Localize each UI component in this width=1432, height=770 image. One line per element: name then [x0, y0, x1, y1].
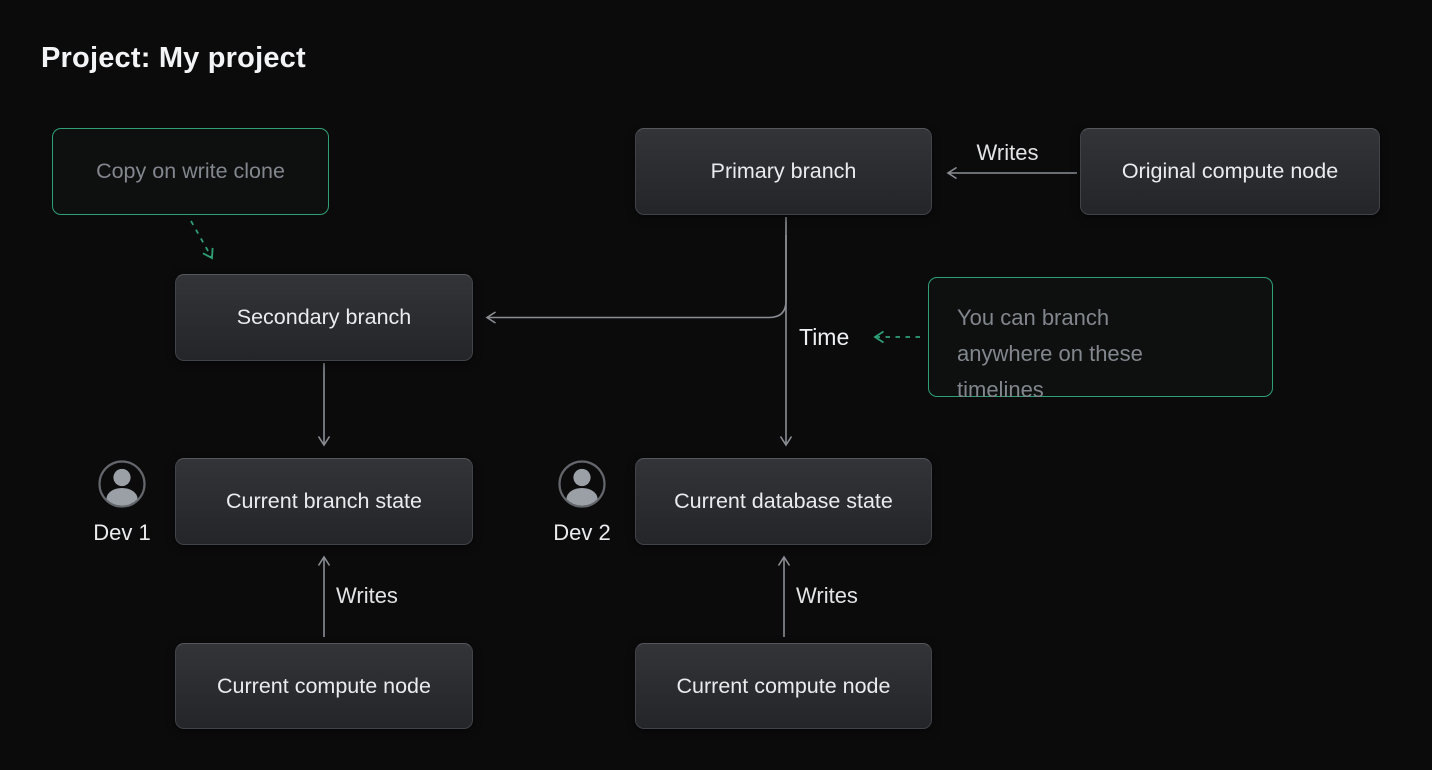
page-title: Project: My project: [41, 42, 306, 74]
node-branch-anywhere-note-label: You can branch anywhere on these timelin…: [957, 305, 1143, 402]
edge-label-writes-right: Writes: [796, 583, 858, 608]
node-current-compute-node-left: Current compute node: [175, 643, 473, 729]
node-current-compute-node-left-label: Current compute node: [217, 673, 431, 698]
node-original-compute-node: Original compute node: [1080, 128, 1380, 215]
node-original-compute-node-label: Original compute node: [1121, 159, 1339, 183]
node-secondary-branch: Secondary branch: [175, 274, 473, 361]
dev1-user-icon: [98, 460, 146, 508]
node-current-branch-state-label: Current branch state: [226, 489, 422, 513]
dev1-label: Dev 1: [93, 520, 151, 545]
node-copy-on-write-clone: Copy on write clone: [52, 128, 329, 215]
edge-label-writes-left: Writes: [336, 583, 398, 608]
node-current-branch-state: Current branch state: [175, 458, 473, 545]
node-copy-on-write-clone-label: Copy on write clone: [96, 159, 285, 183]
edge-clone-to-secondary-dashed: [190, 220, 214, 260]
dev2-user-icon: [558, 460, 606, 508]
node-primary-branch-label: Primary branch: [710, 159, 857, 183]
node-branch-anywhere-note: You can branch anywhere on these timelin…: [928, 277, 1273, 402]
node-current-compute-node-right: Current compute node: [635, 643, 932, 729]
node-current-database-state: Current database state: [635, 458, 932, 545]
node-secondary-branch-label: Secondary branch: [236, 305, 412, 329]
node-primary-branch: Primary branch: [635, 128, 932, 215]
node-current-compute-node-right-label: Current compute node: [676, 673, 891, 698]
dev2-label: Dev 2: [553, 520, 611, 545]
edge-primary-to-secondary-branch: [485, 235, 787, 324]
node-current-database-state-label: Current database state: [674, 489, 893, 513]
edge-label-time: Time: [799, 324, 850, 350]
edge-label-writes-top: Writes: [976, 140, 1039, 165]
